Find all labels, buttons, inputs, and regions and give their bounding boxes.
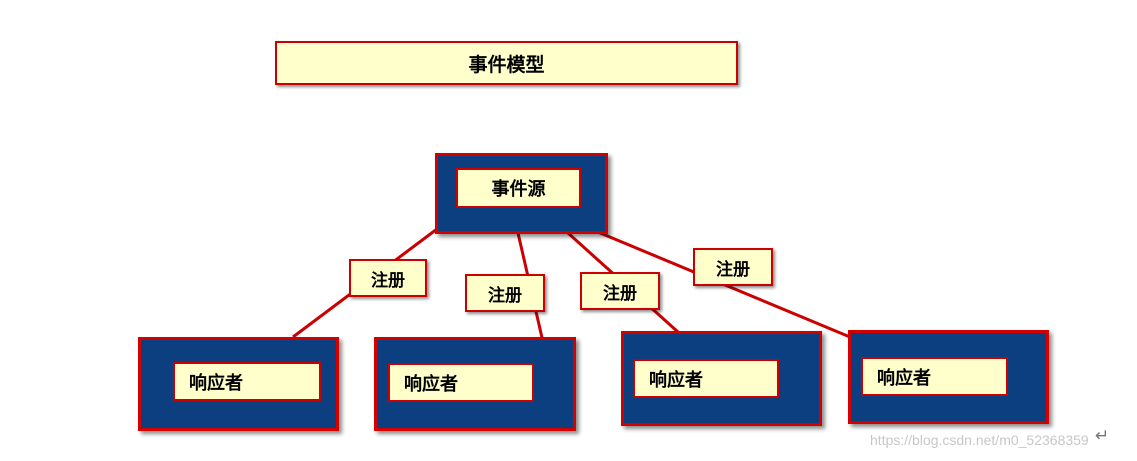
register-label-2: 注册 (465, 274, 545, 312)
register-label-1: 注册 (349, 259, 427, 297)
event-source-label: 事件源 (456, 168, 581, 208)
watermark-text: https://blog.csdn.net/m0_52368359 (870, 432, 1089, 448)
responder-label-1: 响应者 (173, 362, 321, 401)
responder-label-3: 响应者 (633, 359, 779, 398)
enter-icon: ↵ (1095, 426, 1110, 446)
responder-label-2: 响应者 (388, 363, 534, 402)
diagram-title: 事件模型 (275, 41, 738, 85)
register-label-4: 注册 (693, 248, 773, 286)
responder-label-4: 响应者 (861, 357, 1008, 396)
connector-line-4 (592, 228, 863, 344)
register-label-3: 注册 (580, 272, 660, 310)
